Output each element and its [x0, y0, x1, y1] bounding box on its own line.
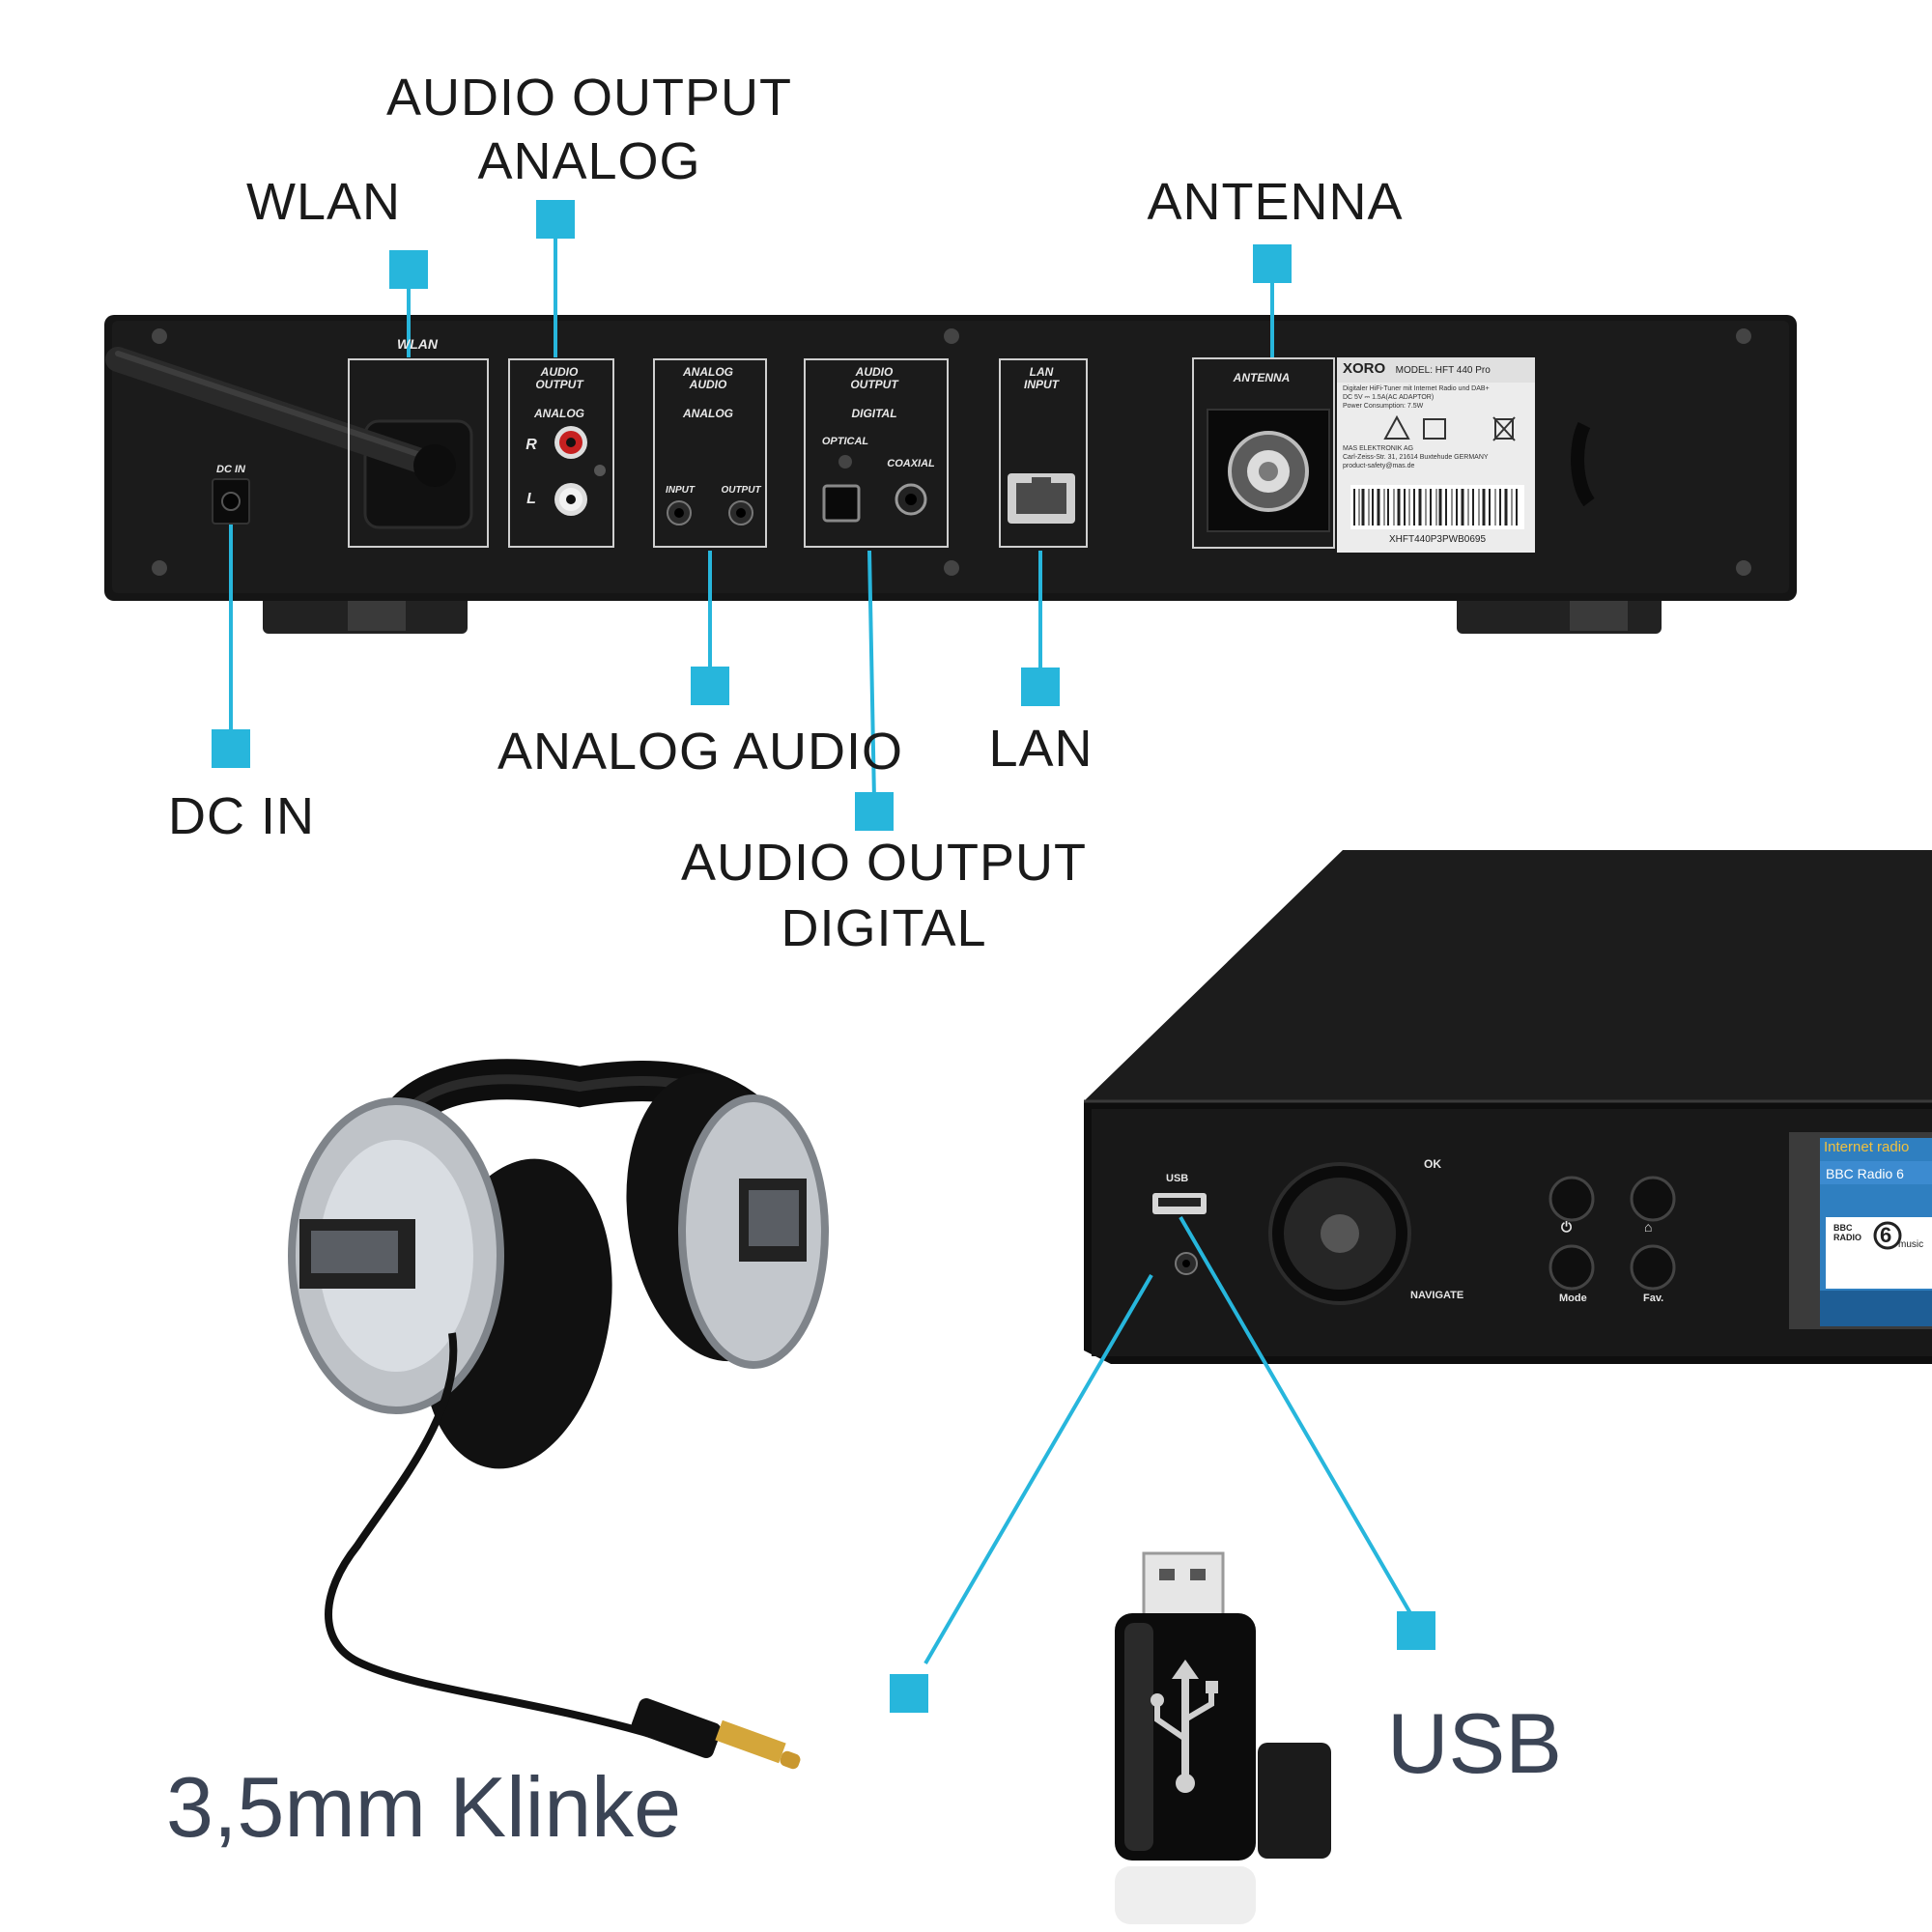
- front-mode-label: Mode: [1559, 1293, 1587, 1304]
- rear-optical-label: OPTICAL: [821, 436, 869, 447]
- callout-usb: USB: [1387, 1695, 1562, 1791]
- rear-l-label: L: [526, 491, 536, 507]
- rear-analog-label: ANALOG: [534, 407, 584, 420]
- sticker-line5: Carl-Zeiss-Str. 31, 21614 Buxtehude GERM…: [1343, 454, 1489, 461]
- display-music: music: [1898, 1239, 1924, 1250]
- sticker-line2: DC 5V ⎓ 1.5A(AC ADAPTOR): [1343, 394, 1435, 401]
- rear-audio-output-line2: OUTPUT: [535, 378, 583, 391]
- sticker-model: MODEL: HFT 440 Pro: [1395, 365, 1491, 376]
- rear-output-label: OUTPUT: [721, 485, 761, 496]
- display-six: 6: [1880, 1223, 1892, 1247]
- front-device-top: [1084, 850, 1932, 1101]
- callout-marker-analog-audio: [691, 667, 729, 705]
- wlan-port-box: [348, 358, 489, 548]
- sticker-line6: product-safety@mas.de: [1343, 463, 1415, 469]
- rear-audio-output-line1: AUDIO: [540, 365, 579, 379]
- front-navigate-label: NAVIGATE: [1410, 1290, 1464, 1301]
- headphones-illustration: [288, 1059, 829, 1770]
- display-station: BBC Radio 6: [1826, 1166, 1904, 1181]
- callout-audio-output-digital-line2: DIGITAL: [781, 899, 987, 957]
- callout-audio-output-analog-line2: ANALOG: [477, 132, 701, 190]
- usb-stick-illustration: [1115, 1551, 1331, 1924]
- home-button: [1630, 1176, 1676, 1222]
- power-icon: ⏻: [1561, 1219, 1573, 1235]
- callout-marker-audio-output-analog: [536, 200, 575, 239]
- rear-analog-audio-line2: AUDIO: [689, 378, 727, 391]
- six-music-logo: [1873, 1221, 1902, 1250]
- warning-icon: [1383, 414, 1410, 440]
- display-bbc: BBC: [1833, 1223, 1853, 1233]
- callout-marker-dc-in: [212, 729, 250, 768]
- antenna-port-box: [1192, 357, 1335, 549]
- callout-antenna: ANTENNA: [1147, 173, 1404, 231]
- lan-input-box: [999, 358, 1088, 548]
- callout-lines: [229, 227, 1412, 1665]
- rear-input-label: INPUT: [666, 485, 695, 496]
- front-usb-label: USB: [1166, 1173, 1189, 1184]
- rear-analog-audio-line1: ANALOG: [683, 365, 733, 379]
- sticker-line1: Digitaler HiFi-Tuner mit Internet Radio …: [1343, 385, 1490, 392]
- audio-output-analog-box: [508, 358, 614, 548]
- audio-output-digital-box: [804, 358, 949, 548]
- front-ok-label: OK: [1424, 1157, 1441, 1171]
- callout-audio-output-analog-line1: AUDIO OUTPUT: [385, 69, 792, 127]
- sticker-line3: Power Consumption: 7.5W: [1343, 403, 1424, 410]
- rear-wlan-label: WLAN: [397, 336, 438, 352]
- callout-marker-lan: [1021, 668, 1060, 706]
- sticker-serial: XHFT440P3PWB0695: [1388, 534, 1487, 545]
- power-button: [1548, 1176, 1595, 1222]
- rear-antenna-label: ANTENNA: [1233, 371, 1291, 384]
- callout-audio-output-digital-line1: AUDIO OUTPUT: [680, 834, 1087, 892]
- callout-klinke: 3,5mm Klinke: [166, 1759, 682, 1855]
- callout-marker-klinke: [890, 1674, 928, 1713]
- display-title: Internet radio: [1824, 1139, 1910, 1155]
- sticker-brand: XORO: [1343, 360, 1386, 377]
- front-fav-label: Fav.: [1643, 1293, 1664, 1304]
- manual-icon: [1423, 418, 1446, 440]
- rear-analog-audio-sub: ANALOG: [683, 407, 733, 420]
- callout-dc-in: DC IN: [168, 787, 315, 845]
- rear-lan-line1: LAN: [1029, 365, 1054, 379]
- rear-digital-audio-line1: AUDIO: [855, 365, 894, 379]
- product-label-sticker: XORO MODEL: HFT 440 Pro: [1343, 360, 1536, 378]
- mode-button: [1548, 1244, 1595, 1291]
- callout-marker-usb: [1397, 1611, 1435, 1650]
- callout-analog-audio: ANALOG AUDIO: [497, 723, 904, 781]
- callout-marker-antenna: [1253, 244, 1292, 283]
- rear-lan-line2: INPUT: [1024, 378, 1059, 391]
- rear-dc-in-label: DC IN: [216, 464, 245, 475]
- rear-r-label: R: [526, 437, 537, 453]
- home-icon: ⌂: [1644, 1219, 1653, 1235]
- fav-button: [1630, 1244, 1676, 1291]
- rear-digital-label: DIGITAL: [851, 407, 897, 420]
- callout-lan: LAN: [988, 720, 1094, 778]
- callout-wlan: WLAN: [245, 173, 401, 231]
- weee-icon: [1494, 418, 1514, 440]
- display-radio: RADIO: [1833, 1233, 1861, 1242]
- rear-digital-audio-line2: OUTPUT: [850, 378, 898, 391]
- sticker-line4: MAS ELEKTRONIK AG: [1343, 445, 1414, 452]
- rear-coaxial-label: COAXIAL: [887, 458, 935, 469]
- analog-audio-box: [653, 358, 767, 548]
- callout-marker-audio-output-digital: [855, 792, 894, 831]
- barcode: [1353, 489, 1518, 526]
- callout-marker-wlan: [389, 250, 428, 289]
